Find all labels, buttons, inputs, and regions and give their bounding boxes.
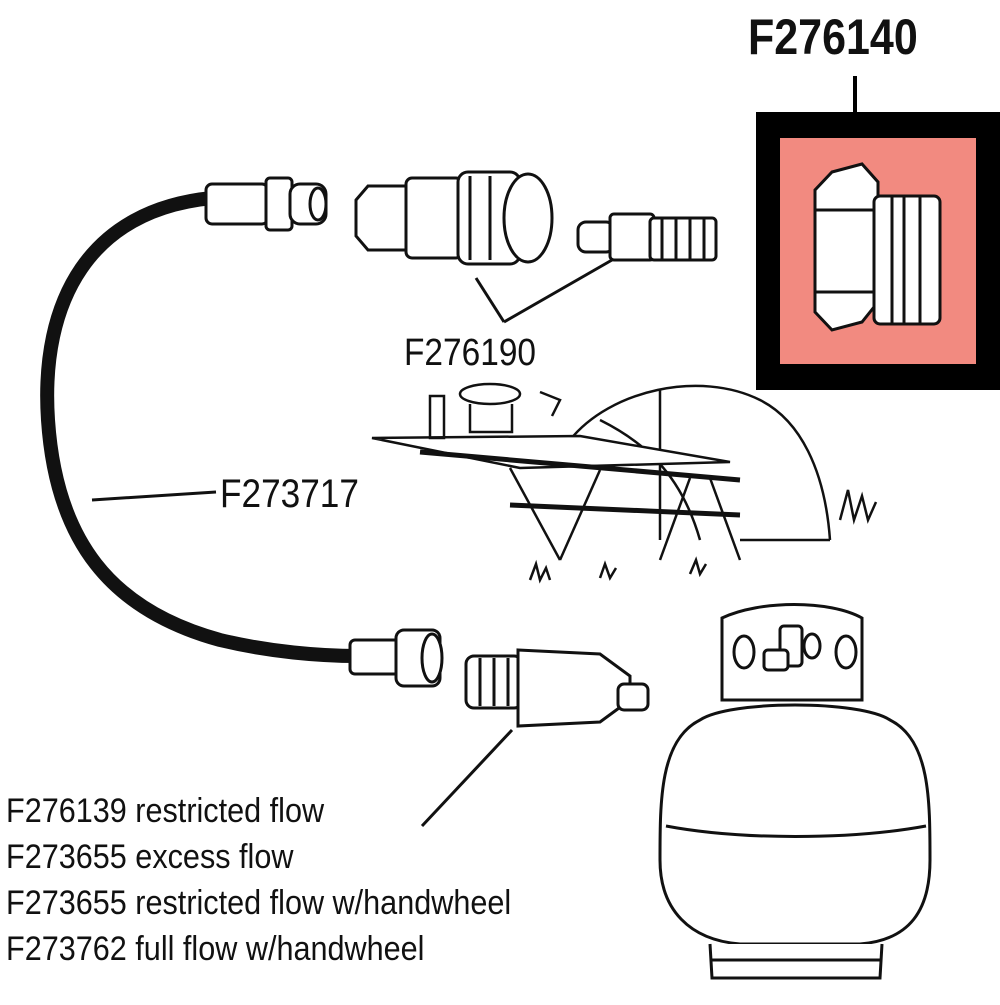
- picnic-table: [371, 434, 742, 561]
- hose-upper-fitting: [204, 176, 328, 232]
- featured-part-number: F276140: [748, 9, 918, 65]
- regulator-fitting: [464, 648, 650, 728]
- hose-label: F273717: [220, 472, 359, 516]
- tank-valve: [762, 624, 822, 672]
- quick-coupler-socket: [354, 170, 554, 266]
- propane-tank: [658, 603, 932, 980]
- regulator-option: F273655 excess flow: [6, 838, 294, 876]
- regulator-leader: [420, 728, 514, 828]
- tank-body: [658, 703, 932, 946]
- plug-fitting-icon: [813, 162, 942, 332]
- quick-coupler-plug: [576, 212, 718, 262]
- grass-tufts: [528, 489, 878, 584]
- hose-lower-fitting: [348, 628, 444, 688]
- regulator-option: F276139 restricted flow: [6, 792, 325, 830]
- regulator-option: F273655 restricted flow w/handwheel: [6, 884, 512, 922]
- camp-scene: [371, 382, 878, 584]
- regulator-options-list: F276139 restricted flow F273655 excess f…: [6, 788, 567, 972]
- tent-outline: [569, 384, 832, 541]
- coupler-leaders: [474, 258, 613, 324]
- regulator-option: F273762 full flow w/handwheel: [6, 930, 425, 968]
- camp-stove: [428, 382, 562, 440]
- hose-assembly: [40, 176, 444, 688]
- hose-line: [40, 191, 365, 663]
- featured-part-box: [756, 76, 1000, 390]
- hose-leader: [91, 490, 217, 502]
- coupler-kit-label: F276190: [404, 332, 537, 374]
